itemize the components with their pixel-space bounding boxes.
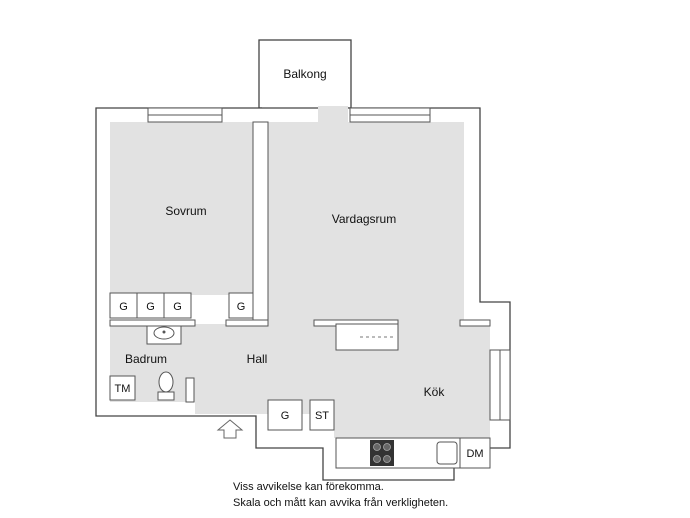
bathroom-label: Badrum [125,352,167,366]
hall-wardrobe [267,399,303,431]
bedroom-wardrobes: G G G G [109,292,254,319]
balcony [258,39,352,109]
living-room-label: Vardagsrum [332,212,396,226]
balcony-label: Balkong [283,67,326,81]
wall-bedroom-hall [225,319,269,327]
burner-3 [373,455,381,463]
kitchen-label: Kök [424,385,446,399]
disclaimer: Viss avvikelse kan förekomma. Skala och … [233,479,448,511]
kitchen-counter: DM [335,437,491,469]
toilet-tank [157,391,175,401]
wardrobe-1 [109,292,138,319]
wall-bathroom-hall [185,377,195,403]
entrance-floor [212,400,256,414]
wardrobe-3-label: G [173,301,182,313]
bathroom-fixtures: TM [109,325,182,401]
washing-machine [109,375,136,401]
burner-1 [373,443,381,451]
dishwasher-label: DM [466,448,483,460]
disclaimer-line-1: Viss avvikelse kan förekomma. [233,481,384,493]
sink-drain [162,330,166,334]
hall-wardrobe-label: G [281,410,290,422]
entrance-arrow-icon [216,419,244,439]
kitchen-floor [334,354,490,438]
wall-living-kitchen [459,319,491,327]
balcony-door [318,106,348,122]
washing-machine-label: TM [115,383,131,395]
disclaimer-line-2: Skala och mått kan avvika från verklighe… [233,497,449,509]
wardrobe-2-label: G [146,301,155,313]
balcony-floor [262,43,348,108]
living-room-floor [268,122,464,324]
bedroom-label: Sovrum [165,204,206,218]
hall-label: Hall [247,352,268,366]
hall-floor [195,324,335,414]
burner-4 [383,455,391,463]
stove [370,440,394,466]
dishwasher [459,437,491,469]
wardrobe-1-label: G [119,301,128,313]
dryer-cabinet-label: ST [315,410,329,422]
hall-units: G ST [267,399,335,431]
bedroom-floor [110,122,253,295]
wardrobe-4 [228,292,254,319]
wall-bedroom-bathroom [109,319,196,327]
kitchen-sink [436,441,458,465]
wardrobe-3 [163,292,192,319]
dryer-cabinet [309,399,335,431]
wardrobe-4-label: G [237,301,246,313]
toilet-bowl [158,371,174,393]
wall-bedroom-living [252,121,269,323]
burner-2 [383,443,391,451]
